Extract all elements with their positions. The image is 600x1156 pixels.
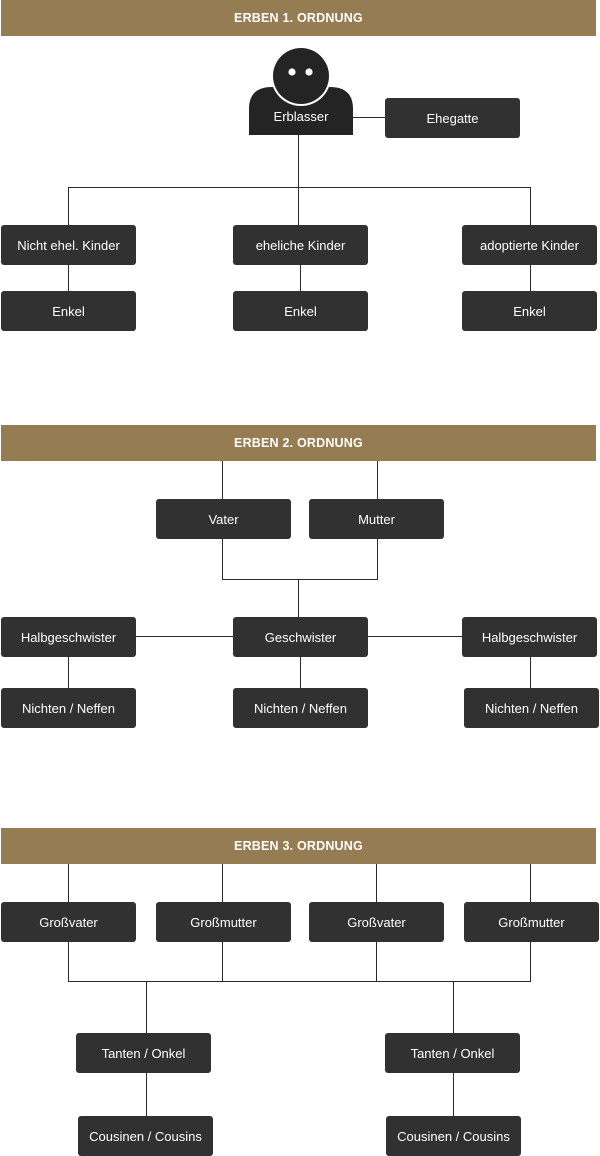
grandfather-box: Großvater xyxy=(309,902,444,942)
connector-line xyxy=(68,656,69,689)
connector-line xyxy=(530,864,531,902)
connector-line xyxy=(68,187,69,225)
niece-nephew-box: Nichten / Neffen xyxy=(464,688,599,728)
mother-box: Mutter xyxy=(309,499,444,539)
connector-line xyxy=(530,187,531,225)
connector-line xyxy=(68,981,531,982)
child-box: eheliche Kinder xyxy=(233,225,368,265)
connector-line xyxy=(300,264,301,292)
connector-line xyxy=(68,264,69,292)
connector-line xyxy=(377,461,378,499)
connector-line xyxy=(222,941,223,982)
section-header-2: ERBEN 2. ORDNUNG xyxy=(1,425,596,461)
connector-line xyxy=(68,187,531,188)
connector-line xyxy=(298,135,299,225)
connector-line xyxy=(376,941,377,982)
cousin-box: Cousinen / Cousins xyxy=(78,1116,213,1156)
half-sibling-box: Halbgeschwister xyxy=(1,617,136,657)
niece-nephew-box: Nichten / Neffen xyxy=(1,688,136,728)
connector-line xyxy=(222,579,378,580)
aunt-uncle-box: Tanten / Onkel xyxy=(76,1033,211,1073)
grandfather-box: Großvater xyxy=(1,902,136,942)
child-box: adoptierte Kinder xyxy=(462,225,597,265)
connector-line xyxy=(222,864,223,902)
grandchild-box: Enkel xyxy=(1,291,136,331)
aunt-uncle-box: Tanten / Onkel xyxy=(385,1033,520,1073)
cousin-box: Cousinen / Cousins xyxy=(386,1116,521,1156)
grandmother-box: Großmutter xyxy=(464,902,599,942)
child-box: Nicht ehel. Kinder xyxy=(1,225,136,265)
connector-line xyxy=(135,636,234,637)
connector-line xyxy=(377,538,378,580)
grandchild-box: Enkel xyxy=(233,291,368,331)
connector-line xyxy=(530,941,531,982)
connector-line xyxy=(530,656,531,689)
connector-line xyxy=(453,981,454,1033)
connector-line xyxy=(146,981,147,1033)
connector-line xyxy=(222,538,223,580)
connector-line xyxy=(68,864,69,902)
deceased-label: Erblasser xyxy=(273,109,329,124)
connector-line xyxy=(300,656,301,689)
section-header-1: ERBEN 1. ORDNUNG xyxy=(1,0,596,36)
person-icon xyxy=(249,47,353,135)
niece-nephew-box: Nichten / Neffen xyxy=(233,688,368,728)
section-header-3: ERBEN 3. ORDNUNG xyxy=(1,828,596,864)
deceased-person-node: Erblasser xyxy=(248,47,354,135)
connector-line xyxy=(367,636,463,637)
grandmother-box: Großmutter xyxy=(156,902,291,942)
spouse-box: Ehegatte xyxy=(385,98,520,138)
connector-line xyxy=(353,117,386,118)
connector-line xyxy=(146,1072,147,1116)
connector-line xyxy=(68,941,69,982)
connector-line xyxy=(453,1072,454,1116)
connector-line xyxy=(298,579,299,617)
connector-line xyxy=(530,264,531,292)
grandchild-box: Enkel xyxy=(462,291,597,331)
connector-line xyxy=(222,461,223,499)
half-sibling-box: Halbgeschwister xyxy=(462,617,597,657)
connector-line xyxy=(376,864,377,902)
sibling-box: Geschwister xyxy=(233,617,368,657)
father-box: Vater xyxy=(156,499,291,539)
